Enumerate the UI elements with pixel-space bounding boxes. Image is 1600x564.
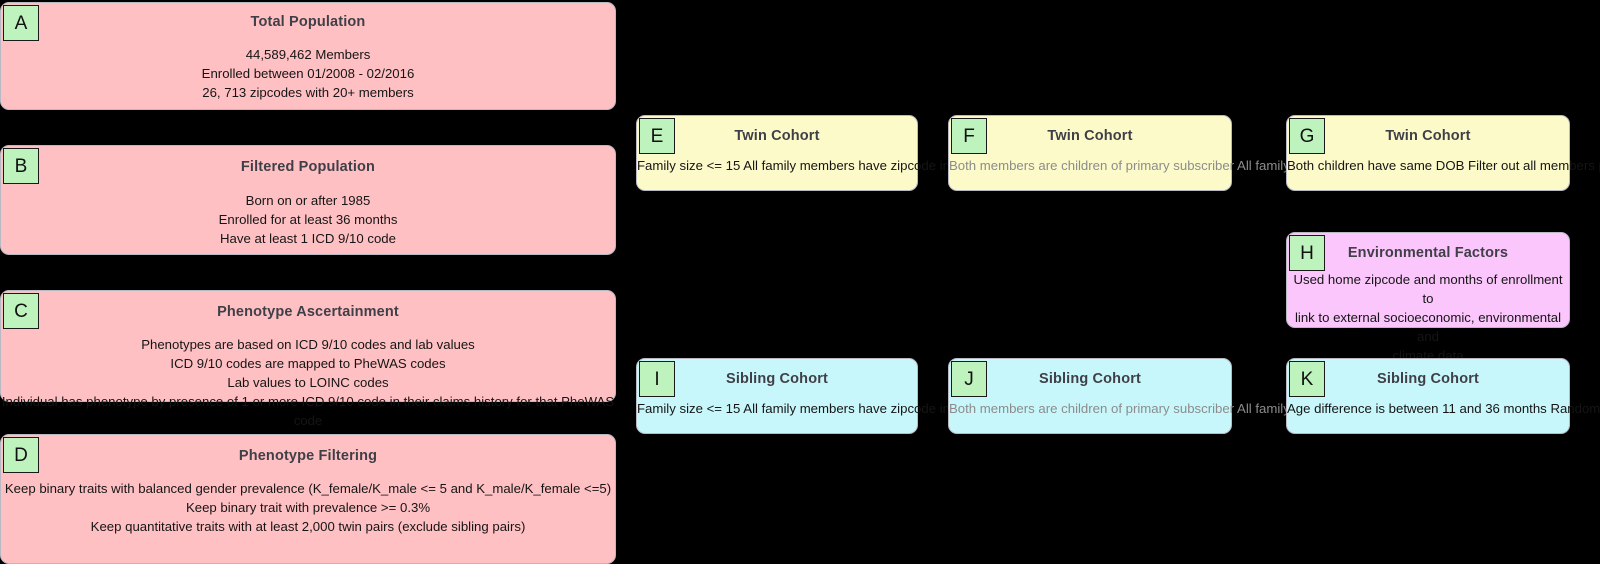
card-filtered-population[interactable]: B Filtered Population Born on or after 1… [0,145,616,255]
card-title-h: Environmental Factors [1347,245,1509,261]
card-sibling-cohort-j[interactable]: J Sibling Cohort Both members are childr… [948,358,1466,434]
card-title-k: Sibling Cohort [1377,371,1479,387]
card-body-a: 44,589,462 Members Enrolled between 01/2… [201,47,415,100]
card-title-e: Twin Cohort [734,128,820,144]
card-sibling-cohort-k[interactable]: K Sibling Cohort Age difference is betwe… [1286,358,1600,434]
card-title-j: Sibling Cohort [1039,371,1141,387]
card-title-i: Sibling Cohort [726,371,828,387]
card-body-e: Family size <= 15 All family members hav… [637,158,1005,173]
card-badge-c: C [3,293,39,329]
card-badge-e: E [639,118,675,154]
card-badge-k: K [1289,361,1325,397]
card-body-d: Keep binary traits with balanced gender … [4,481,612,534]
card-phenotype-ascertainment[interactable]: C Phenotype Ascertainment Phenotypes are… [0,290,616,428]
card-body-h: Used home zipcode and months of enrollme… [1293,272,1563,363]
card-badge-j: J [951,361,987,397]
card-badge-b: B [3,148,39,184]
card-badge-f: F [951,118,987,154]
card-badge-d: D [3,437,39,473]
card-body-f: Both members are children of primary sub… [949,158,1466,173]
card-title-b: Filtered Population [240,159,376,175]
card-phenotype-filtering[interactable]: D Phenotype Filtering Keep binary traits… [0,434,616,564]
card-body-i: Family size <= 15 All family members hav… [637,401,1005,416]
card-title-f: Twin Cohort [1047,128,1133,144]
card-badge-h: H [1289,235,1325,271]
card-body-k: Age difference is between 11 and 36 mont… [1287,401,1600,416]
card-total-population[interactable]: A Total Population 44,589,462 Members En… [0,2,616,110]
card-sibling-cohort-i[interactable]: I Sibling Cohort Family size <= 15 All f… [636,358,1005,434]
card-body-b: Born on or after 1985 Enrolled for at le… [218,193,398,246]
card-badge-g: G [1289,118,1325,154]
card-badge-i: I [639,361,675,397]
card-body-c: Phenotypes are based on ICD 9/10 codes a… [1,337,615,428]
card-title-g: Twin Cohort [1385,128,1471,144]
card-title-c: Phenotype Ascertainment [217,304,399,320]
card-body-g: Both children have same DOB Filter out a… [1287,158,1600,173]
card-twin-cohort-e[interactable]: E Twin Cohort Family size <= 15 All fami… [636,115,1005,191]
card-twin-cohort-f[interactable]: F Twin Cohort Both members are children … [948,115,1466,191]
card-body-j: Both members are children of primary sub… [949,401,1466,416]
card-title-a: Total Population [250,14,366,30]
card-title-d: Phenotype Filtering [238,448,378,464]
card-badge-a: A [3,5,39,41]
card-environmental-factors[interactable]: H Environmental Factors Used home zipcod… [1286,232,1570,363]
card-twin-cohort-g[interactable]: G Twin Cohort Both children have same DO… [1286,115,1600,191]
